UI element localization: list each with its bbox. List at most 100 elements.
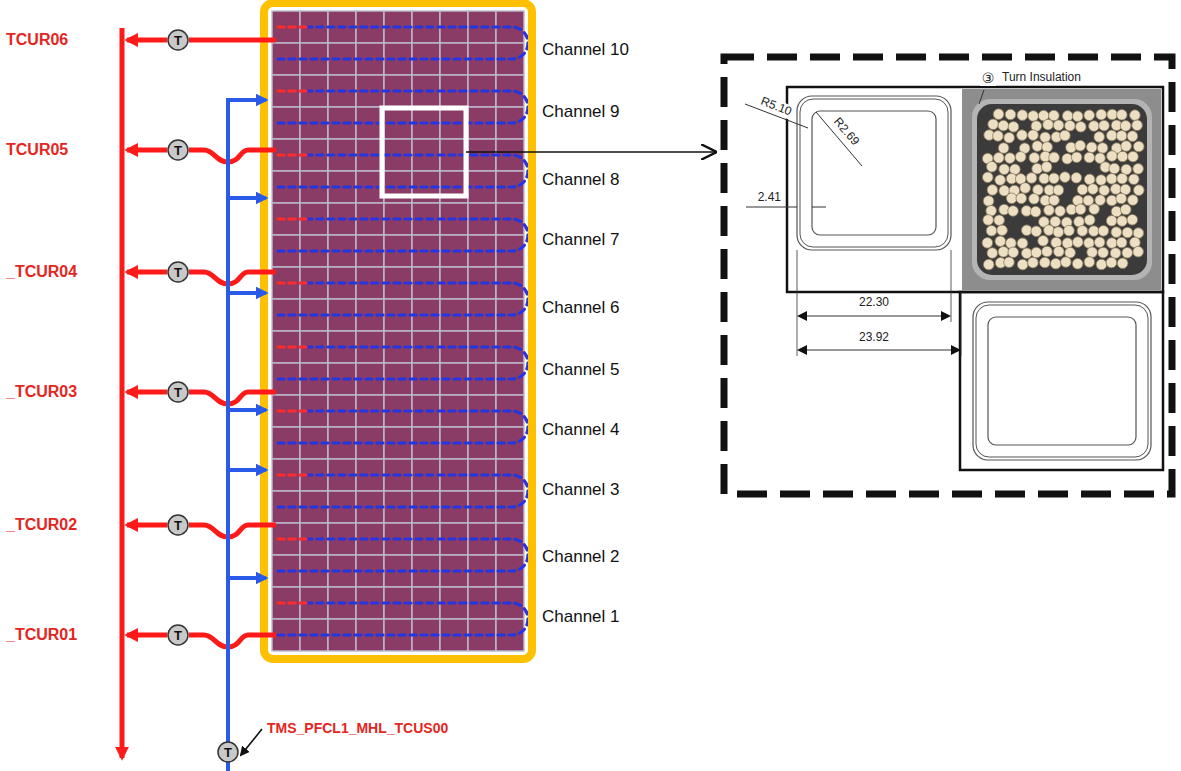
sensor-tag: TMS_PFCL1_MHL_TCUS00 <box>265 720 450 736</box>
strand <box>1107 195 1118 206</box>
strand <box>995 175 1006 186</box>
strand <box>1038 235 1049 246</box>
inlet-arrow <box>228 291 266 295</box>
strand <box>1128 151 1139 162</box>
strand <box>1127 214 1138 225</box>
return-arrow <box>127 270 167 275</box>
strand <box>1029 194 1040 205</box>
strand <box>1116 131 1127 142</box>
outlet-pipe <box>189 272 276 284</box>
strand <box>1053 185 1064 196</box>
conductor-void <box>812 111 936 235</box>
strand <box>995 236 1006 247</box>
strand <box>1042 246 1053 257</box>
strand <box>1122 247 1133 258</box>
strand <box>1053 227 1064 238</box>
strand <box>1084 152 1095 163</box>
channel-label: Channel 8 <box>540 170 622 190</box>
strand <box>1028 130 1039 141</box>
leader-line <box>466 151 715 153</box>
strand <box>1110 248 1121 259</box>
dimension-line <box>746 207 797 208</box>
strand <box>1109 163 1120 174</box>
sensor-letter: T <box>167 261 189 283</box>
extension-line <box>961 292 962 356</box>
strand <box>983 215 994 226</box>
strand <box>983 196 994 207</box>
coolant-outlet-path <box>278 601 306 604</box>
coil-frame <box>264 3 532 659</box>
strand <box>1053 120 1064 131</box>
strand <box>1042 142 1053 153</box>
strand <box>1132 120 1143 131</box>
sensor-circle: T <box>167 29 189 51</box>
return-arrow <box>127 523 167 528</box>
strand <box>1041 162 1052 173</box>
sensor-shape <box>168 140 188 160</box>
strand <box>1106 215 1117 226</box>
strand <box>1031 226 1042 237</box>
strand <box>983 259 994 270</box>
channel-label: Channel 5 <box>540 360 622 380</box>
photo-conduit <box>977 104 1147 275</box>
strand <box>987 248 998 259</box>
conductor-outline <box>973 302 1151 460</box>
strand <box>1049 152 1060 163</box>
sensor-letter: T <box>167 514 189 536</box>
extension-line <box>951 250 952 322</box>
sensor-tag: _TCUR03 <box>4 383 79 401</box>
sensor-tag: _TCUR02 <box>4 516 79 534</box>
strand <box>1017 238 1028 249</box>
strand <box>1071 152 1082 163</box>
strand <box>1049 173 1060 184</box>
strand <box>1075 204 1086 215</box>
channel-label: Channel 1 <box>540 607 622 627</box>
strand <box>1094 237 1105 248</box>
strand <box>1084 110 1095 121</box>
strand-bundle <box>982 109 1144 270</box>
inlet-arrow <box>228 408 266 412</box>
strand <box>1075 122 1086 133</box>
coolant-outlet-path <box>278 89 306 92</box>
strand <box>1107 151 1118 162</box>
strand <box>1054 246 1065 257</box>
strand <box>1077 184 1088 195</box>
strand <box>1106 257 1117 268</box>
channel-label: Channel 9 <box>540 102 622 122</box>
conductor-outline <box>800 99 948 247</box>
strand <box>1032 163 1043 174</box>
dimension-value: 2.41 <box>756 191 783 205</box>
highlight-box <box>382 108 466 196</box>
dimension-line <box>799 350 959 351</box>
coolant-path <box>278 347 528 379</box>
strand <box>1044 205 1055 216</box>
strand <box>1016 193 1027 204</box>
strand <box>1072 237 1083 248</box>
sensor-circle: T <box>167 624 189 646</box>
channel-label: Channel 10 <box>540 40 631 60</box>
strand <box>1062 153 1073 164</box>
return-arrow <box>127 633 167 638</box>
channel-label: Channel 3 <box>540 480 622 500</box>
conductor-outline <box>797 96 951 250</box>
dimension-value: R2.69 <box>829 114 863 150</box>
coolant-outlet-path <box>278 537 306 540</box>
coolant-outlet-path <box>278 25 306 28</box>
strand <box>1075 140 1086 151</box>
channel-label: Channel 2 <box>540 547 622 567</box>
coolant-outlet-path <box>278 409 306 412</box>
strand <box>1049 195 1060 206</box>
strand <box>1097 143 1108 154</box>
strand <box>1084 257 1095 268</box>
inlet-pipes <box>228 198 266 578</box>
strand <box>1028 111 1039 122</box>
sensor-circle: T <box>167 381 189 403</box>
dimension-line <box>812 207 826 208</box>
strand <box>1032 141 1043 152</box>
strand <box>1116 237 1127 248</box>
coolant-path <box>278 539 528 571</box>
conductor-void <box>988 317 1136 445</box>
coolant-outlet-path <box>278 153 306 156</box>
strand <box>1062 238 1073 249</box>
strand <box>1055 206 1066 217</box>
